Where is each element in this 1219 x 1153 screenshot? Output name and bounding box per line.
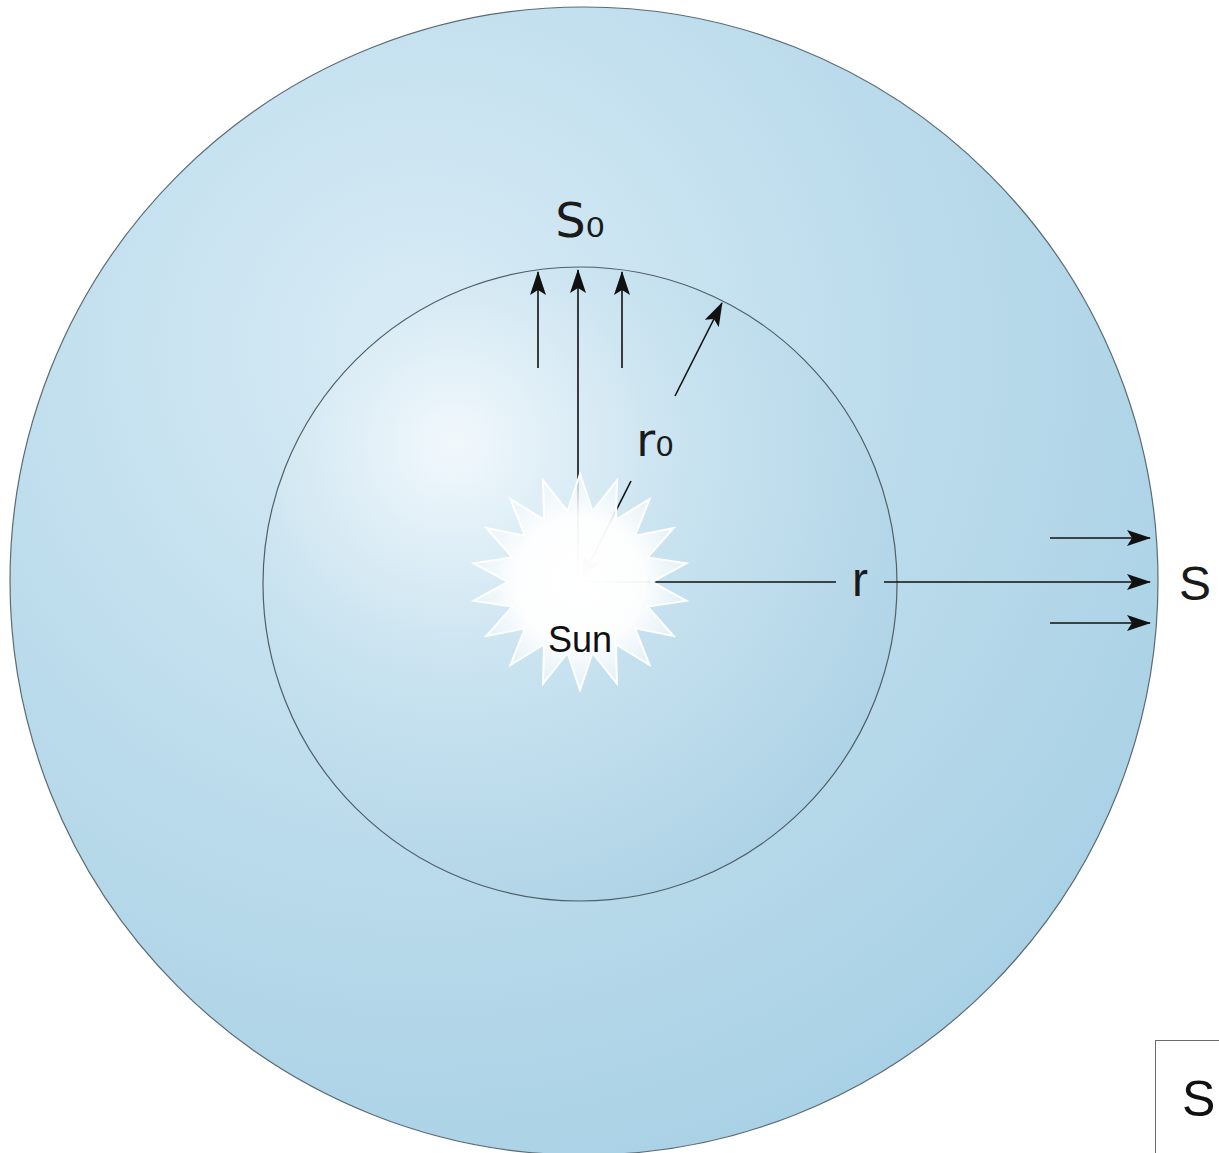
flux-label: S₀	[555, 196, 605, 244]
inner-sphere	[263, 267, 897, 901]
flux-arrow	[537, 272, 539, 368]
sun-star: Sun	[470, 472, 690, 692]
sun-label: Sun	[548, 622, 612, 658]
flux-arrow	[1050, 537, 1150, 539]
outer-sphere	[10, 7, 1158, 1153]
radius-label: r	[852, 556, 868, 604]
radius-line	[884, 581, 1150, 583]
value-box: S	[1155, 1040, 1219, 1153]
flux-arrow	[1050, 622, 1150, 624]
sun-starburst	[470, 472, 690, 692]
flux-label: S	[1179, 560, 1211, 608]
sun-starburst	[474, 474, 687, 690]
radius-arrow	[675, 303, 722, 396]
value-label: S	[1182, 1074, 1215, 1124]
flux-arrow	[621, 272, 623, 368]
radius-label: r₀	[636, 417, 673, 463]
